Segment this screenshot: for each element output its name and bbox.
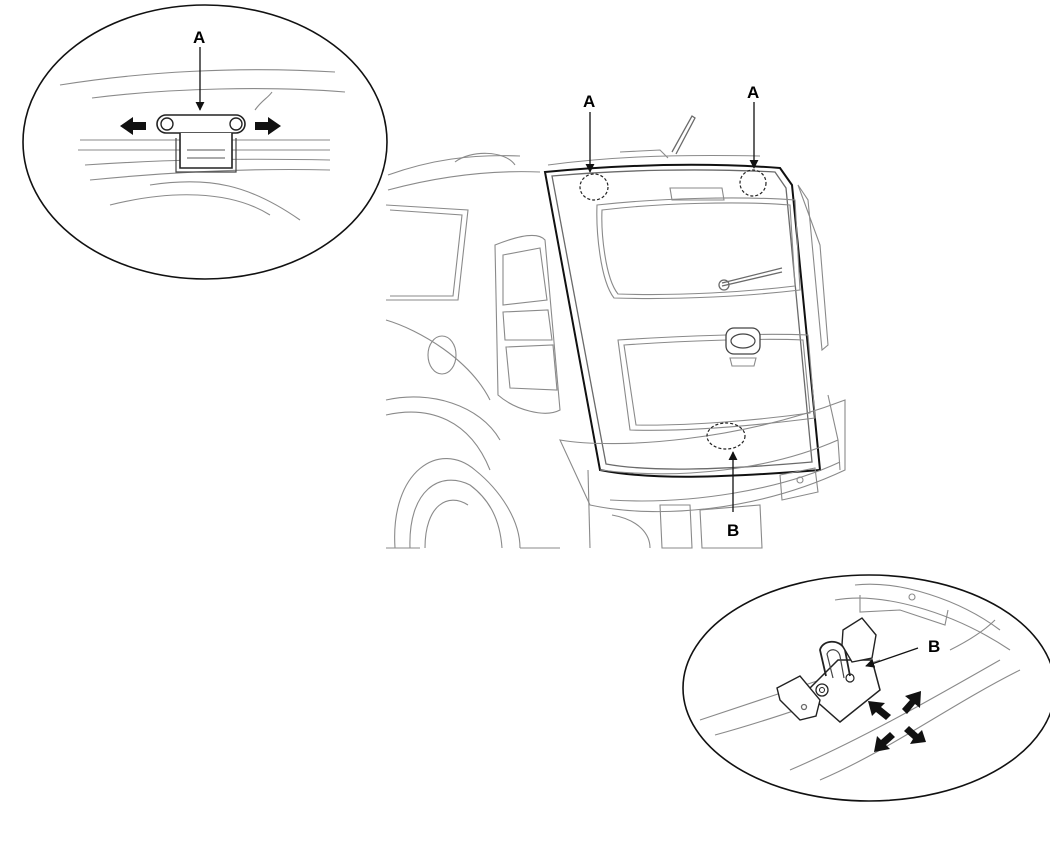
striker-plate <box>804 659 881 723</box>
hinge-bolt-left <box>160 117 174 131</box>
highlight-striker <box>706 422 746 450</box>
bumper-block-right <box>841 617 877 663</box>
highlight-hinge-right <box>739 169 767 197</box>
adjust-arrows-icon <box>868 691 926 752</box>
car-rear-view: A A B <box>385 83 846 549</box>
kia-emblem-icon <box>725 327 761 355</box>
bumper-block-left <box>776 675 821 721</box>
leader-detail-b <box>865 647 919 668</box>
detail-striker-b: B <box>682 574 1050 802</box>
hinge-bolt-right <box>229 117 243 131</box>
callout-label-detail-b: B <box>928 637 940 656</box>
callout-label-car-right-a: A <box>747 83 759 102</box>
arrow-left-icon <box>120 117 146 135</box>
arrow-right-icon <box>255 117 281 135</box>
highlight-hinge-left <box>579 173 609 201</box>
detail-hinge-a: A <box>22 4 388 280</box>
callout-label-car-b: B <box>727 521 739 540</box>
callout-label-car-left-a: A <box>583 92 595 111</box>
tailgate-outline <box>543 163 822 478</box>
callout-label-top-a: A <box>193 28 205 47</box>
